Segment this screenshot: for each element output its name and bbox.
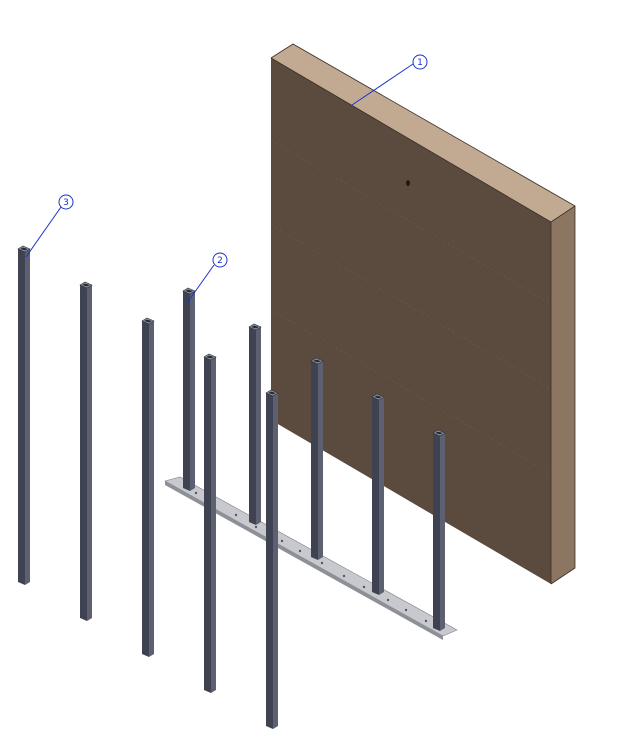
rail-post-4-front-face	[372, 397, 379, 595]
panel-side-face	[551, 206, 575, 584]
rail-post-1-tube-opening	[185, 289, 193, 293]
base-plate-edge	[165, 481, 443, 640]
balloon-1-circle	[412, 54, 428, 70]
balloon-3: 3	[25, 194, 74, 258]
rail-post-4	[371, 393, 385, 595]
rail-post-3-tube-opening	[313, 359, 321, 363]
loose-post-4-front-face	[204, 357, 211, 693]
loose-post-1	[17, 245, 31, 585]
rail-post-5-tube-opening	[435, 431, 443, 435]
rail-post-3	[310, 357, 324, 560]
loose-post-3-front-face	[142, 321, 149, 657]
loose-post-4-tube-opening	[206, 355, 214, 359]
panel-hole	[406, 180, 410, 186]
loose-post-2-front-face	[80, 285, 87, 621]
base-plate-holes	[194, 491, 428, 623]
balloon-2-number: 2	[217, 256, 223, 266]
rail-post-1-side-face	[190, 291, 195, 491]
loose-post-3-side-face	[149, 321, 154, 657]
balloon-2-leader	[186, 264, 215, 304]
balloon-3-leader	[25, 206, 62, 258]
loose-post-4	[203, 353, 217, 693]
loose-post-5-tube-opening	[268, 391, 276, 395]
panel	[270, 43, 576, 585]
balloon-3-number: 3	[63, 198, 69, 208]
panel-shading-lines	[270, 139, 552, 475]
loose-post-1-front-face	[18, 249, 25, 585]
rail-post-4-side-face	[379, 397, 384, 595]
rail-post-2-tube-opening	[251, 325, 259, 329]
loose-post-5-front-face	[266, 393, 273, 729]
rail-post-3-front-face	[311, 361, 318, 560]
panel-top-face	[271, 44, 575, 222]
balloon-1: 1	[351, 54, 428, 106]
rail-post-2-front-face	[249, 327, 256, 525]
posts	[17, 245, 446, 729]
rail-post-3-side-face	[318, 361, 323, 560]
rail-post-5-front-face	[433, 433, 440, 631]
balloon-1-number: 1	[417, 58, 423, 68]
loose-post-5-side-face	[273, 393, 278, 729]
balloon-2-circle	[212, 252, 228, 268]
rail-post-2	[248, 323, 262, 525]
rail-post-5-side-face	[440, 433, 445, 631]
rail-post-1-front-face	[183, 291, 190, 491]
panel-front-face	[271, 58, 551, 584]
rail-post-1	[182, 287, 196, 491]
loose-post-5	[265, 389, 279, 729]
loose-post-2-side-face	[87, 285, 92, 621]
rail-post-4-tube-opening	[374, 395, 382, 399]
loose-post-4-side-face	[211, 357, 216, 693]
balloon-1-leader	[351, 63, 414, 106]
loose-post-3-tube-opening	[144, 319, 152, 323]
rail-post-5	[432, 429, 446, 631]
rail-post-2-side-face	[256, 327, 261, 525]
loose-post-1-side-face	[25, 249, 30, 585]
loose-post-1-tube-opening	[20, 247, 28, 251]
balloon-callouts: 1 2 3	[25, 54, 428, 304]
balloon-2: 2	[186, 252, 228, 304]
loose-post-3	[141, 317, 155, 657]
balloon-3-circle	[58, 194, 74, 210]
loose-post-2-tube-opening	[82, 283, 90, 287]
loose-post-2	[79, 281, 93, 621]
